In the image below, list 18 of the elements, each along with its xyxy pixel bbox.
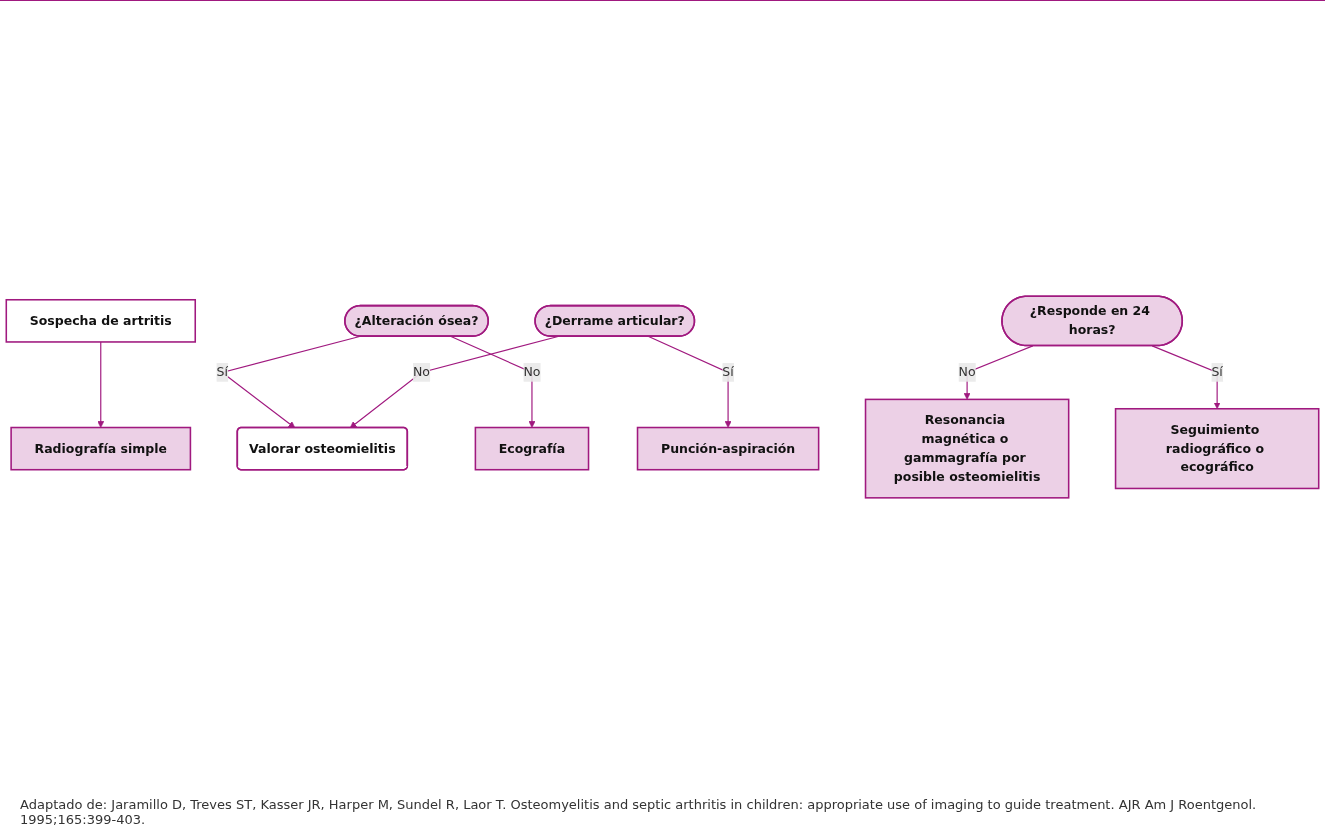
arrow — [648, 335, 732, 428]
node-box: Seguimiento radiográfico o ecográfico — [1114, 407, 1320, 490]
edge-label: Sí — [216, 364, 228, 380]
node-box: Sospecha de artritis — [5, 298, 196, 343]
edge-label: No — [523, 364, 541, 380]
node-box: Ecografía — [474, 426, 590, 471]
node-box: Punción-aspiración — [636, 426, 820, 471]
node-box: Radiografía simple — [10, 426, 192, 471]
edge-label: No — [412, 364, 430, 380]
arrow — [97, 341, 105, 428]
edge-label: Sí — [722, 364, 734, 380]
arrow — [1151, 345, 1221, 410]
arrow — [963, 345, 1034, 400]
node-box: Resonancia magnética o gammagrafía por posible osteomielitis — [864, 398, 1070, 499]
caption: Adaptado de: Jaramillo D, Treves ST, Kasser JR, Harper M, Sundel R, Laor T. Osteomyelitis and septic arthritis in children: appropriate use of imaging to guide treatment. AJR Am J Roentgenol. 1995;165:399-403. — [19, 796, 1258, 829]
edge-label: No — [958, 364, 976, 380]
arrow — [450, 335, 536, 428]
edge-label: Sí — [1211, 364, 1223, 380]
